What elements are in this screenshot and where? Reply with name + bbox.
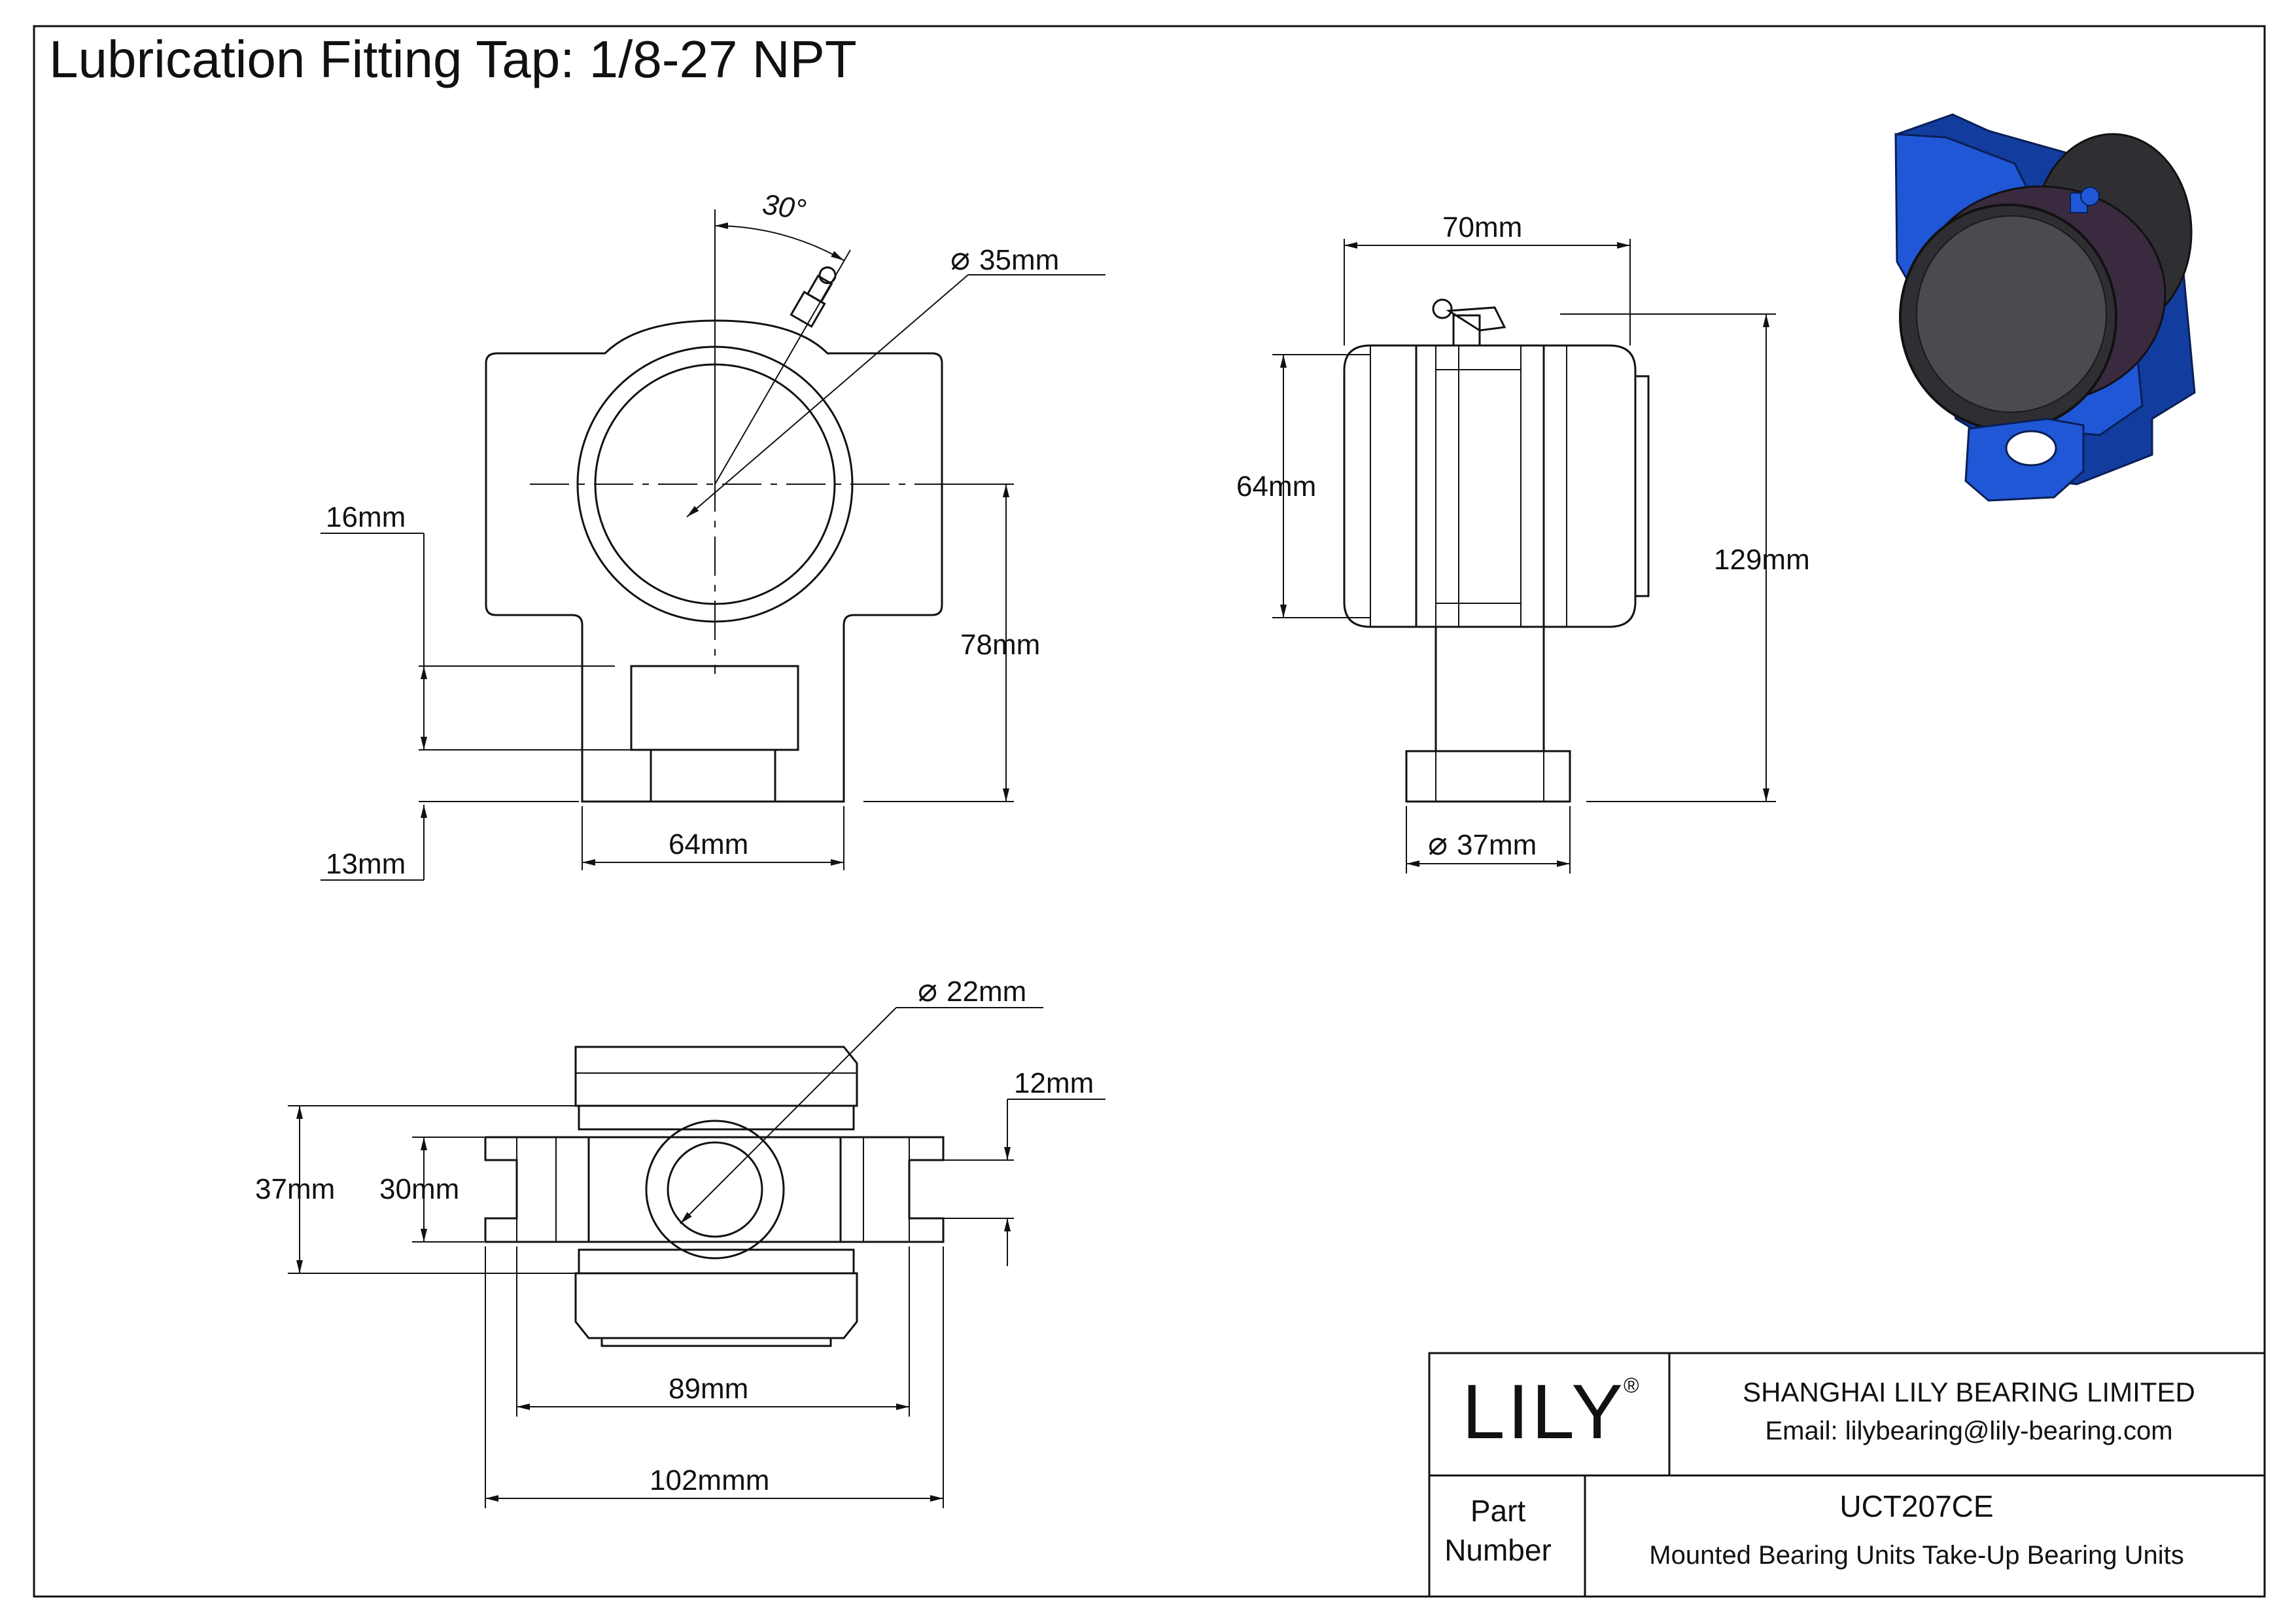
front-dia-leader	[686, 274, 969, 518]
bottom-89-label: 89mm	[669, 1373, 748, 1405]
bottom-top-collar	[578, 1104, 855, 1131]
bottom-bottom-collar	[578, 1248, 855, 1275]
bottom-boss	[645, 1120, 785, 1260]
side-right-collar	[1634, 375, 1650, 597]
front-16-label: 16mm	[326, 501, 406, 533]
front-64-label: 64mm	[669, 828, 748, 860]
front-angle-line	[714, 249, 851, 485]
side-left-insert	[1343, 344, 1418, 628]
bottom-22-leader	[680, 1007, 897, 1224]
bottom-37-label: 37mm	[255, 1173, 335, 1205]
bottom-102-label: 102mmm	[650, 1464, 769, 1496]
side-grease-fitting	[1432, 298, 1506, 347]
side-129-label: 129mm	[1714, 544, 1810, 576]
company-name: SHANGHAI LILY BEARING LIMITED	[1743, 1377, 2195, 1407]
part-label-line2: Number	[1444, 1533, 1552, 1567]
bottom-12-label: 12mm	[1014, 1067, 1094, 1099]
side-stem	[1435, 626, 1545, 752]
front-angle-label: 30°	[760, 188, 808, 226]
bottom-center-body	[587, 1136, 842, 1243]
bottom-view: ⌀ 22mm 12mm 37mm 30mm 89mm 102mmm	[255, 972, 1105, 1508]
front-dia-symbol: ⌀	[950, 240, 970, 277]
side-37-label: 37mm	[1457, 829, 1537, 861]
part-number: UCT207CE	[1839, 1489, 1993, 1523]
bottom-bottom-lip	[600, 1337, 832, 1347]
render-base-hole	[2005, 430, 2057, 467]
bottom-bottom-insert	[574, 1272, 858, 1339]
side-view: 70mm 64mm 129mm ⌀ 37mm	[1236, 211, 1810, 874]
company-logo: LILY	[1462, 1369, 1626, 1455]
part-label-line1: Part	[1470, 1494, 1526, 1528]
bottom-30-label: 30mm	[379, 1173, 459, 1205]
front-angle-arc	[714, 222, 844, 261]
part-description: Mounted Bearing Units Take-Up Bearing Un…	[1649, 1541, 2183, 1570]
bearing-render-icon	[1894, 113, 2196, 502]
side-70-label: 70mm	[1442, 211, 1522, 243]
front-slider-block	[630, 665, 799, 751]
company-email: Email: lilybearing@lily-bearing.com	[1765, 1417, 2172, 1445]
front-view: 30° ⌀ 35mm 16mm 13mm 64mm 78mm	[321, 188, 1105, 881]
company-logo-mark: ®	[1624, 1373, 1639, 1397]
bottom-22-label: 22mm	[947, 976, 1026, 1008]
title-block: LILY ® SHANGHAI LILY BEARING LIMITED Ema…	[1428, 1352, 2266, 1598]
side-base	[1405, 750, 1571, 803]
side-64-label: 64mm	[1236, 470, 1316, 503]
drawing-title: Lubrication Fitting Tap: 1/8-27 NPT	[49, 30, 857, 88]
front-housing-outline	[485, 319, 943, 803]
front-base-block	[650, 749, 776, 803]
bottom-hole	[667, 1141, 763, 1238]
render-grease-fitting	[2070, 186, 2100, 213]
render-front-insert-inner	[1916, 215, 2107, 413]
front-78-label: 78mm	[960, 629, 1040, 661]
bottom-top-insert	[574, 1046, 858, 1107]
bottom-22-symbol: ⌀	[918, 972, 937, 1008]
front-13-label: 13mm	[326, 848, 406, 880]
front-dia-35-label: 35mm	[979, 244, 1059, 276]
side-37-symbol: ⌀	[1428, 825, 1448, 862]
sheet-border	[33, 25, 2266, 1598]
front-grease-fitting	[790, 266, 837, 328]
side-right-insert	[1542, 344, 1637, 628]
